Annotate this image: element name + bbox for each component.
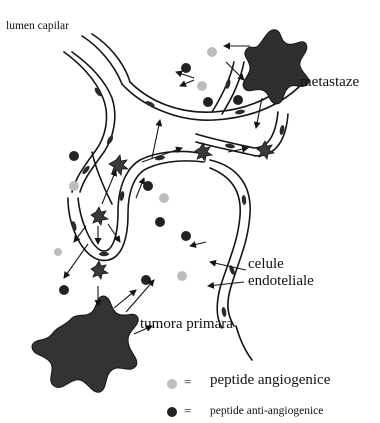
endothelial-cells-label-line2: endoteliale [248,273,314,290]
primary-tumor-mass [32,296,138,392]
metastasis-label: metastaze [300,74,359,91]
endothelial-cells-label-line1: celule [248,256,314,273]
primary-tumor-label: tumora primara [140,316,233,333]
capillary-lumen-label: lumen capilar [6,20,69,33]
legend-anti-angiogenic-label: peptide anti-angiogenice [210,405,323,418]
legend-equals-1: = [184,374,191,390]
legend-angiogenic-label: peptide angiogenice [210,372,330,389]
metastasis-cell [243,30,309,104]
diffusion-arrows [64,46,262,334]
endothelial-cells-label: celule endoteliale [248,256,314,289]
legend-angiogenic-dot [167,379,177,389]
legend-equals-2: = [184,403,191,419]
legend-anti-angiogenic-dot [167,407,177,417]
